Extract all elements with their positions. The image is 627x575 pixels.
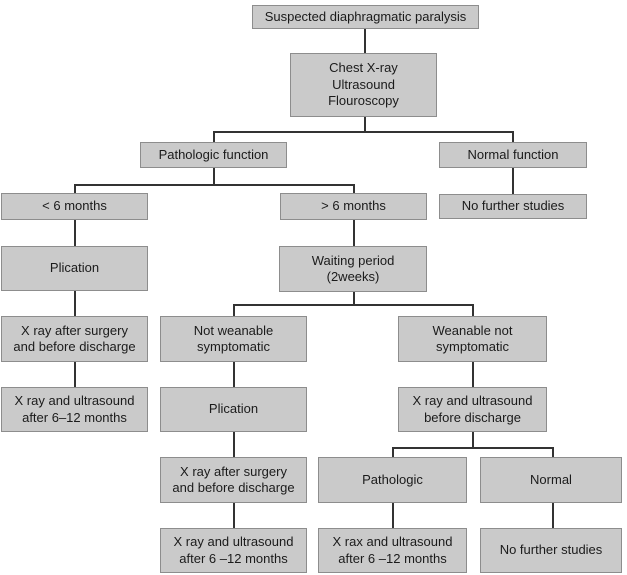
connector-line bbox=[213, 131, 514, 133]
node-label: Flouroscopy bbox=[328, 93, 399, 109]
connector-line bbox=[512, 131, 514, 144]
node-suspected-paralysis: Suspected diaphragmatic paralysis bbox=[252, 5, 479, 29]
node-label: (2weeks) bbox=[326, 269, 380, 284]
node-label: < 6 months bbox=[42, 198, 107, 214]
connector-line bbox=[512, 168, 514, 196]
node-label: and before discharge bbox=[172, 480, 295, 495]
connector-line bbox=[233, 304, 235, 318]
node-pathologic-function: Pathologic function bbox=[140, 142, 287, 168]
node-label: Plication bbox=[49, 260, 100, 276]
node-label: symptomatic bbox=[197, 339, 270, 354]
node-label: X rax and ultrasound bbox=[332, 534, 453, 549]
node-no-further-studies-top: No further studies bbox=[439, 194, 587, 219]
connector-line bbox=[233, 304, 474, 306]
connector-line bbox=[552, 447, 554, 459]
node-label: after 6 –12 months bbox=[179, 550, 288, 566]
connector-line bbox=[472, 362, 474, 389]
connector-line bbox=[74, 184, 355, 186]
node-label: X ray after surgery bbox=[21, 322, 128, 338]
connector-line bbox=[392, 447, 554, 449]
node-label: Normal bbox=[530, 471, 572, 487]
node-label: Normal function bbox=[467, 146, 559, 162]
connector-line bbox=[552, 503, 554, 530]
node-label: X ray after surgery bbox=[180, 463, 287, 479]
connector-line bbox=[74, 220, 76, 248]
node-label: X ray and ultrasound bbox=[14, 393, 135, 408]
connector-line bbox=[74, 362, 76, 389]
connector-line bbox=[213, 168, 215, 186]
node-normal-function: Normal function bbox=[439, 142, 587, 168]
node-label: before discharge bbox=[424, 409, 521, 425]
node-waiting-period: Waiting period(2weeks) bbox=[279, 246, 427, 292]
connector-line bbox=[233, 432, 235, 459]
connector-line bbox=[472, 432, 474, 449]
node-label: Not weanable bbox=[193, 322, 274, 338]
node-label: Pathologic bbox=[362, 471, 423, 487]
node-label: No further studies bbox=[499, 542, 603, 558]
node-label: Plication bbox=[208, 401, 259, 417]
connector-line bbox=[392, 503, 394, 530]
connector-line bbox=[74, 184, 76, 195]
node-label: symptomatic bbox=[436, 339, 509, 354]
node-label: Waiting period bbox=[311, 252, 395, 268]
connector-line bbox=[353, 220, 355, 248]
node-label: Pathologic function bbox=[158, 146, 269, 162]
node-plication-left: Plication bbox=[1, 246, 148, 291]
node-over-6-months: > 6 months bbox=[280, 193, 427, 220]
connector-line bbox=[392, 447, 394, 459]
connector-line bbox=[472, 304, 474, 318]
node-under-6-months: < 6 months bbox=[1, 193, 148, 220]
connector-line bbox=[233, 503, 235, 530]
connector-line bbox=[364, 29, 366, 55]
connector-line bbox=[74, 291, 76, 318]
node-label: Ultrasound bbox=[332, 76, 395, 92]
node-label: Weanable not bbox=[432, 322, 513, 338]
node-label: X ray and ultrasound bbox=[412, 393, 533, 408]
node-label: X ray and ultrasound bbox=[173, 534, 294, 549]
node-label: Suspected diaphragmatic paralysis bbox=[264, 8, 467, 24]
connector-line bbox=[353, 184, 355, 195]
node-label: and before discharge bbox=[13, 339, 136, 354]
node-plication-middle: Plication bbox=[160, 387, 307, 432]
node-label: after 6 –12 months bbox=[338, 550, 447, 566]
node-label: No further studies bbox=[461, 198, 565, 214]
node-label: Chest X-ray bbox=[329, 60, 398, 76]
connector-line bbox=[353, 292, 355, 306]
connector-line bbox=[364, 117, 366, 133]
connector-line bbox=[233, 362, 235, 389]
node-no-further-studies-bottom: No further studies bbox=[480, 528, 622, 573]
node-normal-result: Normal bbox=[480, 457, 622, 503]
node-label: after 6–12 months bbox=[22, 409, 127, 425]
node-pathologic-result: Pathologic bbox=[318, 457, 467, 503]
node-label: > 6 months bbox=[321, 198, 386, 214]
connector-line bbox=[213, 131, 215, 144]
